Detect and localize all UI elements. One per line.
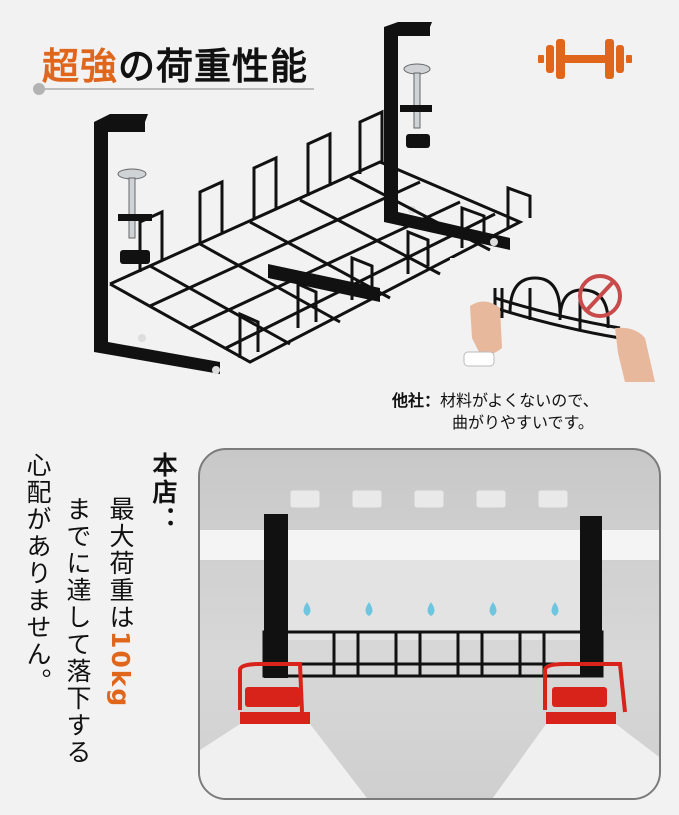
page-title: 超強の荷重性能 bbox=[42, 36, 308, 90]
title-underline-dot bbox=[33, 83, 45, 95]
dumbbell-icon bbox=[538, 39, 632, 79]
store-claim-line-max-load: 最大荷重は10kg bbox=[105, 496, 135, 708]
competitor-bending-photo bbox=[450, 258, 679, 382]
title-underline bbox=[34, 88, 314, 90]
competitor-line1: 材料がよくないので、 bbox=[440, 391, 599, 410]
title-accent: 超強 bbox=[42, 45, 118, 88]
store-claim-line-worry: 心配がありません。 bbox=[23, 452, 52, 695]
cable-tray-illustration bbox=[94, 22, 532, 374]
water-jugs bbox=[200, 662, 659, 798]
store-heading: 本店： bbox=[149, 452, 178, 533]
title-rest: の荷重性能 bbox=[118, 45, 308, 88]
load-demo-panel bbox=[198, 448, 661, 800]
competitor-note: 他社：材料がよくないので、 曲がりやすいです。 bbox=[392, 390, 599, 434]
competitor-line2: 曲がりやすいです。 bbox=[452, 413, 594, 432]
load-demo-illustration bbox=[200, 489, 659, 798]
competitor-label: 他社： bbox=[392, 391, 441, 410]
max-load-value: 10kg bbox=[106, 631, 135, 709]
max-load-text: 最大荷重は bbox=[106, 496, 135, 631]
store-claim-line-reach: までに達して落下する bbox=[63, 496, 92, 766]
water-bottles bbox=[288, 489, 580, 640]
